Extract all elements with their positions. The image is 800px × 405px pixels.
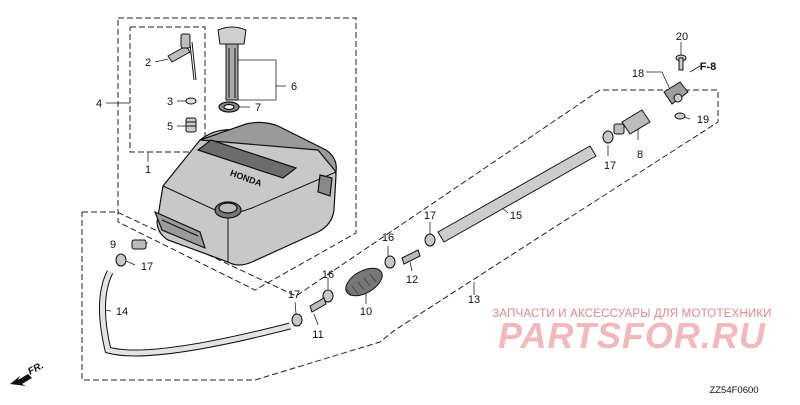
callout-16-lower: 16 bbox=[322, 269, 334, 281]
part-18-fuel-joint bbox=[663, 81, 689, 105]
callout-labels: 4 2 3 5 1 6 7 20 18 F-8 19 8 17 15 17 16… bbox=[96, 31, 716, 341]
part-17-clip-upper-right bbox=[602, 130, 614, 144]
callout-19: 19 bbox=[697, 114, 709, 126]
part-16-lower bbox=[322, 289, 334, 303]
part-6-fuel-gauge bbox=[217, 26, 247, 101]
tank-group-frame bbox=[117, 17, 357, 291]
callout-17-left: 17 bbox=[141, 261, 153, 273]
callout-17-lower: 17 bbox=[288, 289, 300, 301]
callout-20: 20 bbox=[676, 31, 688, 43]
callout-3: 3 bbox=[167, 96, 173, 108]
part-5-spring bbox=[185, 117, 197, 133]
watermark-logo: PARTSFOR.RU bbox=[498, 315, 766, 356]
part-2-bolt bbox=[167, 33, 197, 81]
fuel-line-group-frame bbox=[81, 89, 719, 381]
part-7-gasket bbox=[218, 101, 240, 113]
part-12-joint bbox=[401, 249, 421, 265]
part-15-fuel-tube bbox=[437, 145, 597, 243]
callout-4: 4 bbox=[96, 98, 102, 110]
part-16-upper bbox=[384, 255, 396, 269]
callout-6: 6 bbox=[291, 81, 297, 93]
callout-11: 11 bbox=[312, 329, 323, 341]
part-17-clip-left bbox=[115, 253, 127, 267]
callout-18: 18 bbox=[632, 68, 644, 80]
callout-9: 9 bbox=[110, 239, 116, 251]
diagram-code: ZZ54F0600 bbox=[709, 385, 758, 396]
part-17-clip-mid bbox=[424, 233, 436, 247]
reference-f8: F-8 bbox=[700, 61, 717, 73]
callout-17-upper-right: 17 bbox=[604, 160, 616, 172]
part-3-washer bbox=[185, 97, 197, 105]
callout-17-mid: 17 bbox=[424, 210, 436, 222]
callout-2: 2 bbox=[145, 57, 151, 69]
part-11-joint bbox=[309, 297, 327, 313]
watermark: ЗАПЧАСТИ И АКСЕССУАРЫ ДЛЯ МОТОТЕХНИКИ PA… bbox=[492, 308, 772, 356]
callout-10: 10 bbox=[360, 306, 372, 318]
fuel-tank bbox=[153, 121, 337, 266]
callout-15: 15 bbox=[510, 210, 522, 222]
callout-13: 13 bbox=[468, 294, 480, 306]
callout-7: 7 bbox=[255, 102, 261, 114]
cap-group-frame bbox=[129, 26, 206, 153]
part-19-washer bbox=[674, 112, 686, 120]
callout-1: 1 bbox=[145, 164, 151, 176]
callout-14: 14 bbox=[116, 306, 128, 318]
callout-16-upper: 16 bbox=[382, 232, 394, 244]
part-10-primer-bulb bbox=[345, 267, 383, 297]
front-arrow-icon bbox=[10, 374, 32, 386]
callout-5: 5 bbox=[167, 121, 173, 133]
front-direction-label: FR. bbox=[26, 360, 45, 377]
part-17-clip-lower bbox=[291, 313, 303, 327]
part-14-fuel-hose bbox=[99, 270, 291, 357]
callout-8: 8 bbox=[637, 149, 643, 161]
callout-12: 12 bbox=[406, 274, 418, 286]
part-8-connector bbox=[613, 109, 651, 135]
part-20-screw bbox=[675, 54, 687, 71]
front-direction-indicator: FR. bbox=[10, 360, 46, 386]
part-9-connector bbox=[131, 239, 147, 250]
watermark-caption: ЗАПЧАСТИ И АКСЕССУАРЫ ДЛЯ МОТОТЕХНИКИ bbox=[492, 308, 772, 320]
